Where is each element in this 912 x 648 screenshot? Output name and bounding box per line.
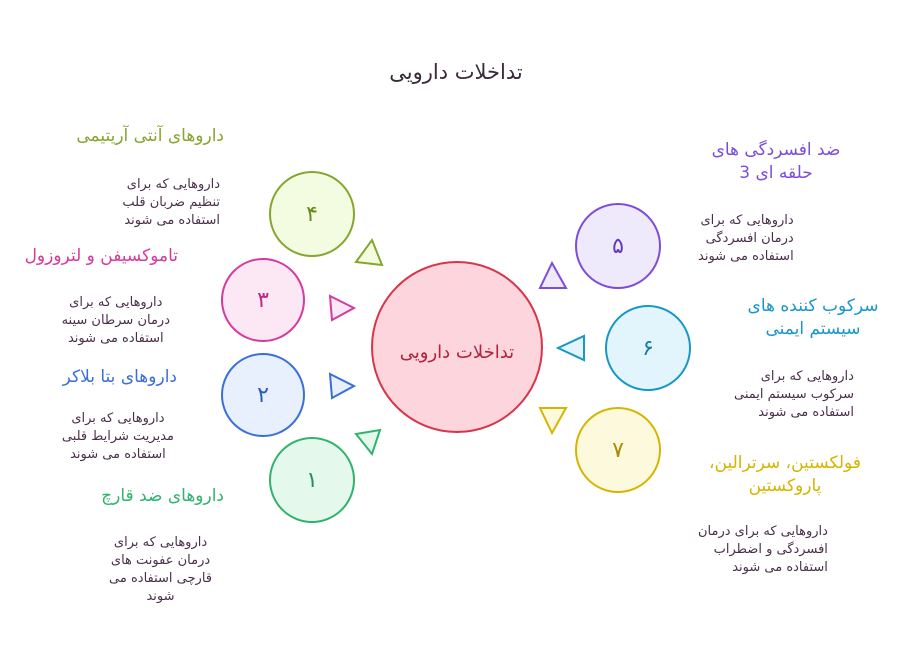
item-1-title: داروهای ضد قارچ — [101, 486, 224, 506]
title-line: پاروکستین — [748, 476, 822, 496]
desc-line: درمان سرطان سینه — [61, 313, 170, 328]
node-number-4: ۴ — [306, 202, 318, 227]
desc-line: داروهایی که برای — [700, 213, 794, 228]
desc-line: شوند — [146, 589, 175, 604]
item-6-desc: داروهایی که برای سرکوب سیستم ایمنی استفا… — [734, 368, 854, 422]
title-line: حلقه ای 3 — [739, 163, 813, 183]
arrow-6 — [555, 334, 585, 362]
item-2-title: داروهای بتا بلاکر — [62, 367, 177, 387]
node-number-5: ۵ — [612, 234, 624, 259]
arrow-4 — [354, 237, 384, 267]
desc-line: استفاده می شوند — [732, 560, 828, 575]
desc-line: درمان افسردگی — [705, 231, 794, 246]
arrow-1 — [354, 428, 382, 457]
arrow-5 — [538, 260, 568, 289]
title-line: ضد افسردگی های — [711, 140, 841, 160]
item-4-desc: داروهایی که برای تنظیم ضربان قلب استفاده… — [122, 176, 220, 230]
node-number-3: ۳ — [257, 288, 269, 313]
title-line: فولکستین، سرترالین، — [709, 453, 861, 473]
item-4-title: داروهای آنتی آریتیمی — [76, 126, 224, 146]
desc-line: داروهایی که برای — [126, 177, 220, 192]
desc-line: قارچی استفاده می — [109, 571, 212, 586]
node-circle-1 — [269, 437, 355, 523]
desc-line: استفاده می شوند — [758, 405, 854, 420]
node-circle-5 — [575, 203, 661, 289]
desc-line: مدیریت شرایط قلبی — [61, 429, 174, 444]
item-2-desc: داروهایی که برای مدیریت شرایط قلبی استفا… — [62, 410, 174, 464]
desc-line: استفاده می شوند — [67, 331, 164, 346]
desc-line: افسردگی و اضطراب — [713, 542, 828, 557]
node-circle-3 — [221, 258, 305, 342]
node-number-2: ۲ — [257, 383, 269, 408]
item-1-desc: داروهایی که برای درمان عفونت های قارچی ا… — [109, 534, 212, 606]
desc-line: داروهایی که برای — [760, 369, 854, 384]
item-7-desc: داروهایی که برای درمان افسردگی و اضطراب … — [698, 523, 828, 577]
node-number-6: ۶ — [642, 336, 654, 361]
arrow-7 — [538, 407, 568, 436]
title-line: سیستم ایمنی — [765, 319, 861, 339]
node-circle-7 — [575, 407, 661, 493]
node-circle-6 — [605, 305, 691, 391]
arrow-3 — [328, 294, 357, 322]
page-title: تداخلات دارویی — [389, 60, 523, 84]
desc-line: سرکوب سیستم ایمنی — [734, 387, 854, 402]
desc-line: استفاده می شوند — [698, 249, 794, 264]
item-5-desc: داروهایی که برای درمان افسردگی استفاده م… — [698, 212, 794, 266]
node-circle-2 — [221, 353, 305, 437]
desc-line: درمان عفونت های — [110, 553, 211, 568]
item-6-title: سرکوب کننده های سیستم ایمنی — [736, 295, 890, 341]
item-5-title: ضد افسردگی های حلقه ای 3 — [700, 139, 852, 185]
title-line: سرکوب کننده های — [747, 296, 879, 316]
desc-line: داروهایی که برای — [71, 411, 165, 426]
center-label: تداخلات دارویی — [399, 342, 515, 363]
item-3-title: تاموکسیفن و لتروزول — [24, 246, 178, 266]
node-number-7: ۷ — [612, 438, 624, 463]
desc-line: تنظیم ضربان قلب — [122, 195, 220, 210]
item-7-title: فولکستین، سرترالین، پاروکستین — [700, 452, 870, 498]
node-circle-4 — [269, 171, 355, 257]
desc-line: داروهایی که برای — [69, 295, 163, 310]
node-number-1: ۱ — [306, 468, 318, 493]
center-circle — [371, 261, 543, 433]
desc-line: استفاده می شوند — [70, 447, 166, 462]
desc-line: داروهایی که برای — [113, 535, 208, 550]
desc-line: استفاده می شوند — [124, 213, 220, 228]
arrow-2 — [328, 372, 357, 400]
item-3-desc: داروهایی که برای درمان سرطان سینه استفاد… — [62, 294, 170, 348]
desc-line: داروهایی که برای درمان — [698, 524, 828, 539]
